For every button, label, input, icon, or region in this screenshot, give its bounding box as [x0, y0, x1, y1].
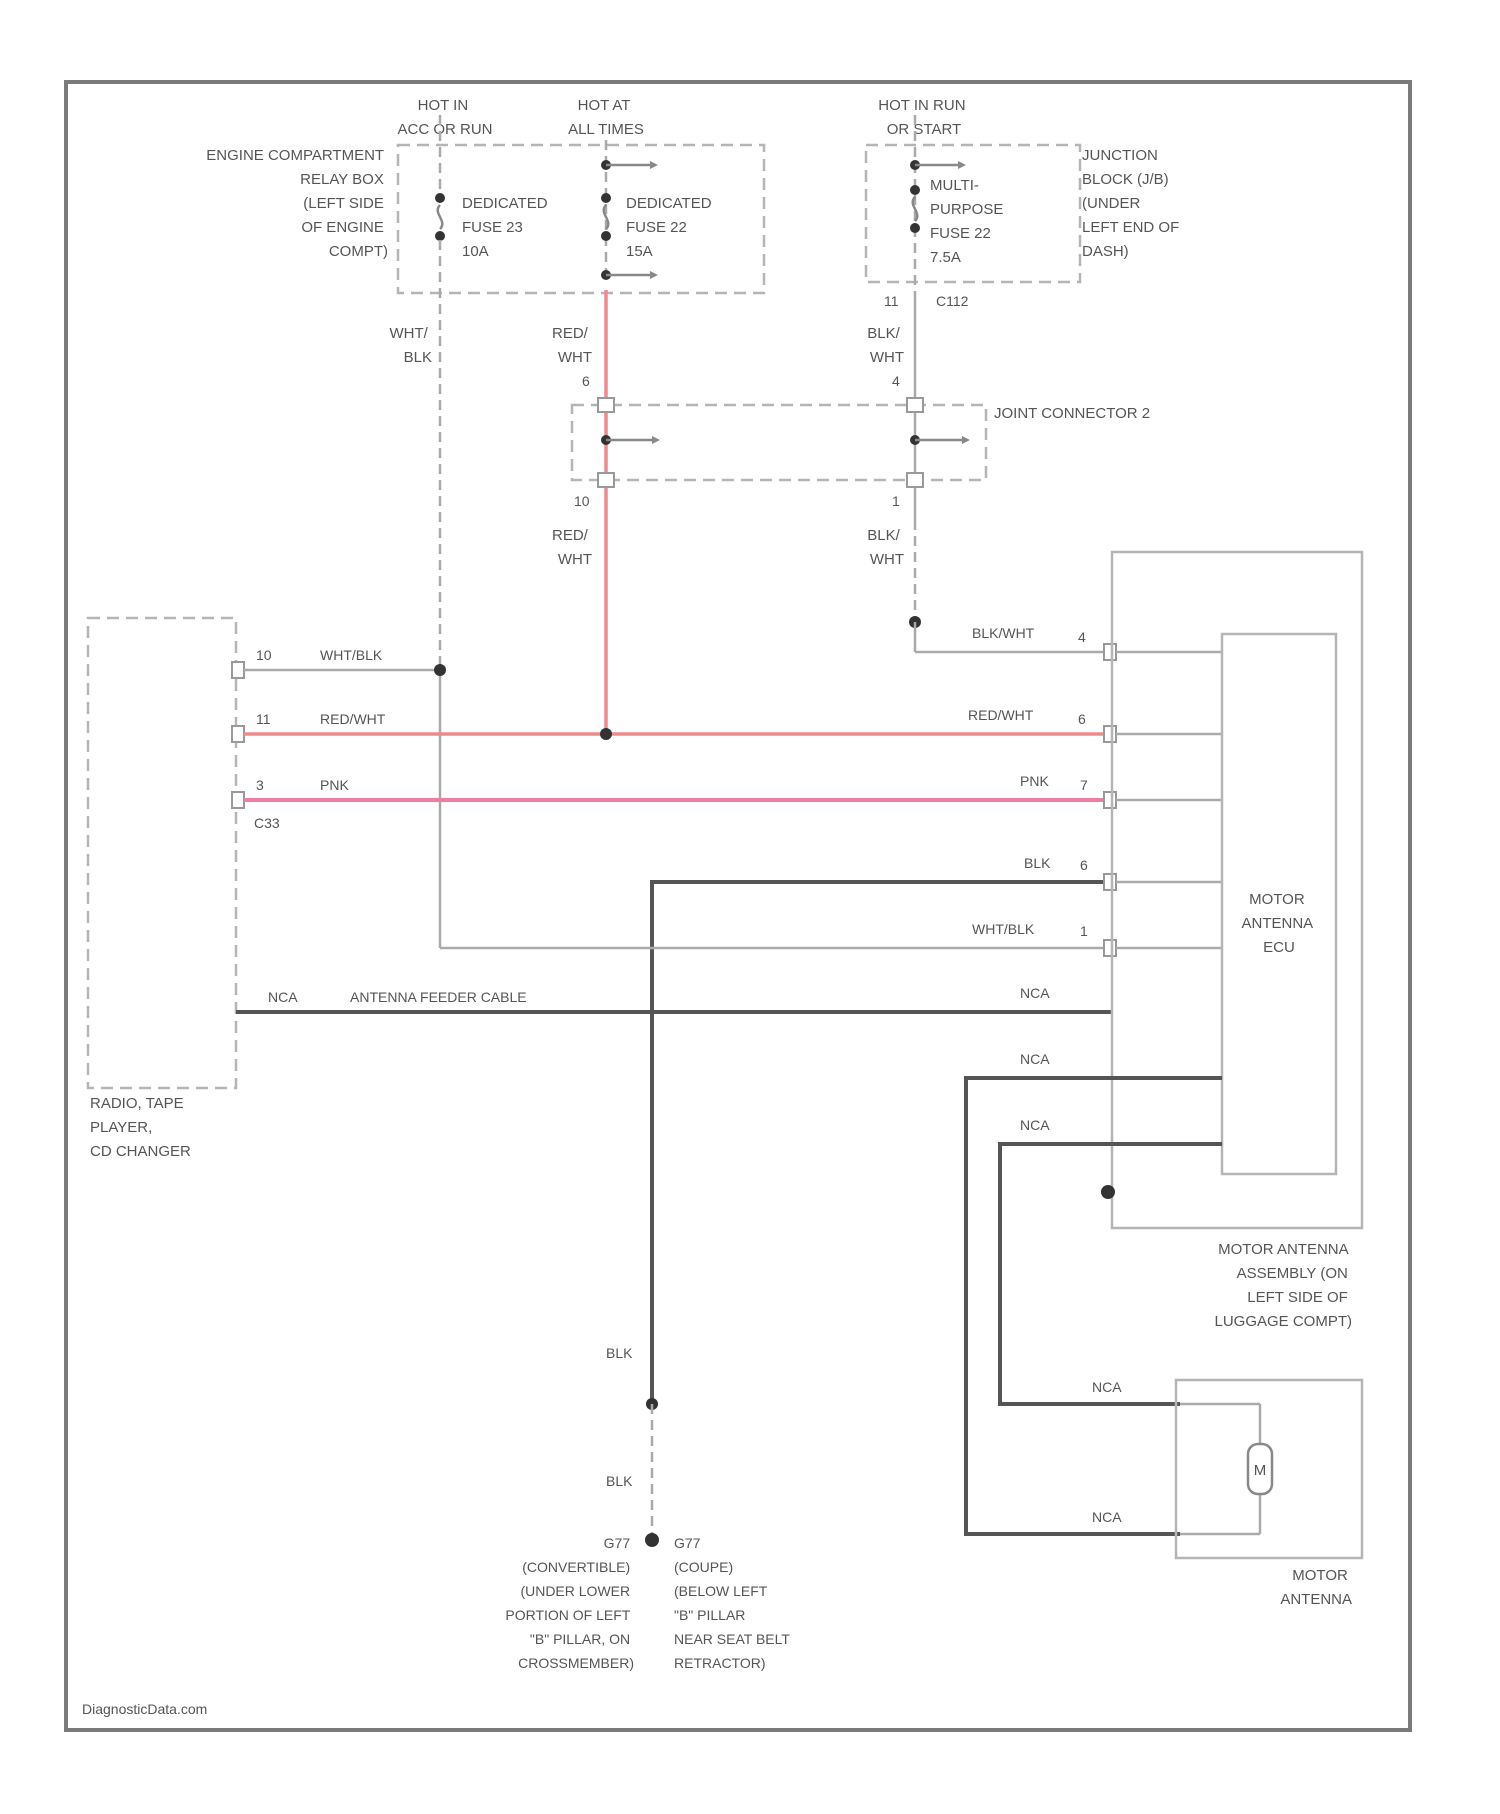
ground-g77-convertible-label: G77 (CONVERTIBLE) (UNDER LOWER PORTION O… — [505, 1535, 634, 1671]
relay-box-label: ENGINE COMPARTMENT RELAY BOX (LEFT SIDE … — [206, 147, 388, 260]
radio-wire-red-wht: RED/WHT — [320, 711, 386, 727]
footer-watermark: DiagnosticData.com — [82, 1701, 207, 1717]
feeder-nca-label: NCA — [268, 989, 298, 1005]
splice-red-wht — [600, 728, 612, 740]
ecu-wire-wht-blk: WHT/BLK — [972, 921, 1035, 937]
joint-connector-terminals — [598, 398, 970, 487]
radio-pin-10: 10 — [256, 647, 272, 663]
blk-wht-top-label: BLK/ WHT — [867, 325, 904, 366]
ground-blk-top-label: BLK — [606, 1345, 633, 1361]
joint-connector-2 — [572, 405, 986, 480]
hot-run-label: HOT IN RUN OR START — [878, 97, 969, 138]
ecu-pin-4: 4 — [1078, 629, 1086, 645]
radio-pin-3: 3 — [256, 777, 264, 793]
relay-box — [398, 145, 764, 293]
assembly-ground-point — [1101, 1185, 1115, 1199]
motor-antenna-assembly-label: MOTOR ANTENNA ASSEMBLY (ON LEFT SIDE OF … — [1214, 1241, 1352, 1330]
wht-blk-wire-label: WHT/ BLK — [390, 325, 433, 366]
motor-antenna-assembly — [1112, 552, 1362, 1228]
antenna-feeder-cable-label: ANTENNA FEEDER CABLE — [350, 989, 527, 1005]
splice-wht-blk — [434, 664, 446, 676]
radio-tape-cd-unit — [88, 618, 236, 1088]
motor-antenna-ecu-label: MOTOR ANTENNA ECU — [1241, 891, 1316, 956]
ecu-internal-leads — [1116, 652, 1222, 948]
fuse-23-label: DEDICATED FUSE 23 10A — [462, 195, 552, 260]
ecu-wire-blk-wht: BLK/WHT — [972, 625, 1035, 641]
nca-label-2: NCA — [1020, 1117, 1050, 1133]
ground-g77-coupe-label: G77 (COUPE) (BELOW LEFT "B" PILLAR NEAR … — [674, 1535, 794, 1671]
radio-connector-c33: C33 — [254, 815, 280, 831]
ecu-connector-terminals — [1104, 644, 1116, 956]
motor-antenna-label: MOTOR ANTENNA — [1280, 1567, 1352, 1608]
radio-wire-pnk: PNK — [320, 777, 349, 793]
feeder-nca-right-label: NCA — [1020, 985, 1050, 1001]
c112-pin-label: 11 — [884, 293, 899, 309]
blk-wht-pin-1: 1 — [892, 493, 900, 509]
blk-wht-bottom-label: BLK/ WHT — [867, 527, 904, 568]
ecu-pin-6-red: 6 — [1078, 711, 1086, 727]
fuse-22-label: DEDICATED FUSE 22 15A — [626, 195, 716, 260]
nca-label-3: NCA — [1092, 1379, 1122, 1395]
red-wht-bottom-label: RED/ WHT — [552, 527, 592, 568]
red-wht-pin-10: 10 — [574, 493, 590, 509]
ecu-pin-7: 7 — [1080, 777, 1088, 793]
nca-label-1: NCA — [1020, 1051, 1050, 1067]
radio-unit-label: RADIO, TAPE PLAYER, CD CHANGER — [90, 1095, 191, 1160]
junction-block-label: JUNCTION BLOCK (J/B) (UNDER LEFT END OF … — [1082, 147, 1183, 260]
joint-connector-2-label: JOINT CONNECTOR 2 — [994, 405, 1150, 422]
radio-wire-wht-blk: WHT/BLK — [320, 647, 383, 663]
red-wht-pin-6: 6 — [582, 373, 590, 389]
ecu-wire-pnk: PNK — [1020, 773, 1049, 789]
ecu-pin-1: 1 — [1080, 923, 1088, 939]
ground-blk-bottom-label: BLK — [606, 1473, 633, 1489]
multi-purpose-fuse-label: MULTI- PURPOSE FUSE 22 7.5A — [930, 177, 1008, 266]
red-wht-top-label: RED/ WHT — [552, 325, 592, 366]
ecu-pin-6-blk: 6 — [1080, 857, 1088, 873]
ground-point-g77 — [645, 1533, 659, 1547]
diagram-frame — [66, 82, 1410, 1730]
radio-pin-terminals — [232, 662, 244, 808]
c112-connector-label: C112 — [936, 293, 969, 309]
hot-acc-label: HOT IN ACC OR RUN — [397, 97, 492, 138]
blk-wht-pin-4: 4 — [892, 373, 900, 389]
ecu-wire-red-wht: RED/WHT — [968, 707, 1034, 723]
motor-symbol: M — [1254, 1462, 1267, 1479]
ecu-wire-blk: BLK — [1024, 855, 1051, 871]
nca-label-4: NCA — [1092, 1509, 1122, 1525]
radio-pin-11: 11 — [256, 711, 271, 727]
hot-all-times-label: HOT AT ALL TIMES — [568, 97, 644, 138]
